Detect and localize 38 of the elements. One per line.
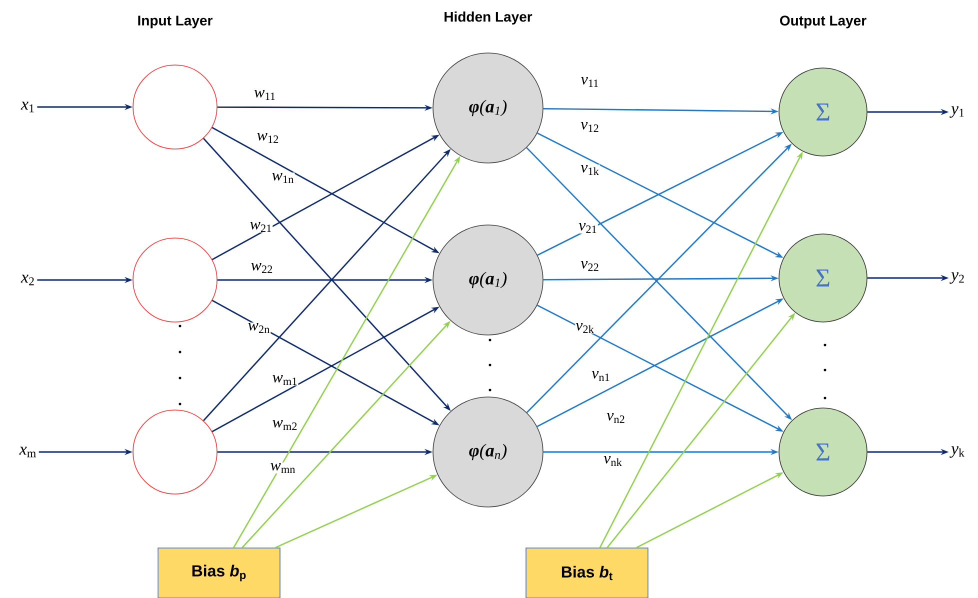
input-neuron — [132, 410, 218, 494]
edge-label: w$_{m2}$ — [272, 420, 298, 430]
bias-box: Bias b$_{t}$ — [526, 548, 648, 598]
variable-label: y$_{2}$ — [950, 272, 964, 284]
variable-label: y$_{k}$ — [950, 446, 965, 458]
edge-label: v$_{1k}$ — [580, 164, 600, 176]
edge-label: w$_{21}$ — [249, 222, 273, 232]
edge-label: v$_{21}$ — [578, 222, 598, 234]
edge-label: v$_{22}$ — [580, 260, 600, 272]
edge-label: w$_{22}$ — [250, 262, 274, 274]
output-neuron: Σ — [778, 234, 868, 322]
edge-label: v$_{n2}$ — [606, 412, 626, 424]
edge-label: v$_{nk}$ — [603, 456, 623, 466]
layer-title: Output Layer — [780, 16, 866, 28]
variable-label: y$_{1}$ — [950, 106, 964, 118]
edge-label: w$_{2n}$ — [247, 322, 271, 334]
edge-label: w$_{12}$ — [256, 132, 280, 144]
edge-label: v$_{12}$ — [580, 122, 600, 132]
bias-box: Bias b$_{p}$ — [158, 548, 280, 598]
edge-label: v$_{2k}$ — [575, 322, 595, 334]
hidden-neuron: φ(a$_{1}$) — [432, 224, 544, 336]
edge-label: w$_{1n}$ — [271, 172, 295, 184]
variable-label: x$_{m}$ — [19, 446, 36, 458]
hidden-neuron: φ(a$_{1}$) — [432, 52, 544, 164]
edge-label: w$_{11}$ — [254, 90, 276, 100]
input-neuron — [132, 64, 218, 150]
edge-label: v$_{11}$ — [580, 76, 600, 88]
output-neuron: Σ — [778, 408, 868, 496]
edge-label: v$_{n1}$ — [591, 370, 611, 382]
output-neuron: Σ — [778, 68, 868, 156]
edge-label: w$_{m1}$ — [272, 374, 298, 386]
hidden-neuron: φ(a$_{n}$) — [432, 396, 544, 508]
variable-label: x$_{2}$ — [20, 274, 34, 286]
layer-title: Input Layer — [138, 16, 212, 28]
variable-label: x$_{1}$ — [20, 102, 34, 112]
input-neuron — [132, 238, 218, 322]
layer-title: Hidden Layer — [444, 11, 532, 25]
edge-label: w$_{mn}$ — [270, 462, 296, 474]
